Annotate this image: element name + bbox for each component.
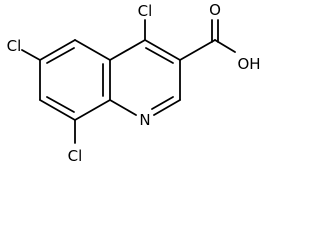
atom-label-cl: Cl — [7, 37, 22, 55]
structure-canvas: Cl Cl Cl N O OH — [6, 0, 261, 165]
bond-c4a-c4 — [109, 39, 146, 61]
atom-label-cl: Cl — [68, 147, 83, 165]
atom-label-n: N — [139, 111, 150, 129]
bond-c7-c8-double — [46, 96, 75, 113]
bond-c5-c6-double — [46, 47, 75, 64]
bond-carboxyl-oh — [214, 39, 236, 53]
atom-label-cl: Cl — [138, 2, 153, 20]
bond-c6-cl — [21, 49, 41, 61]
bond-c5-c6 — [39, 39, 76, 61]
bond-c3-carboxyl — [179, 39, 216, 61]
atom-label-o: O — [209, 1, 221, 19]
bond-c4a-c5 — [74, 39, 111, 61]
atom-label-oh: OH — [237, 55, 260, 73]
bond-n1-c8a — [109, 99, 137, 116]
chemical-structure-diagram-final: Cl Cl Cl N O OH — [6, 1, 261, 165]
bond-c4-c3-double — [145, 47, 174, 64]
bond-c8-c8a — [74, 99, 111, 121]
bond-c2-n1-double — [151, 96, 174, 110]
bond-c4-c3 — [144, 39, 181, 61]
bond-c2-n1 — [153, 99, 181, 116]
bond-c7-c8 — [39, 99, 76, 121]
